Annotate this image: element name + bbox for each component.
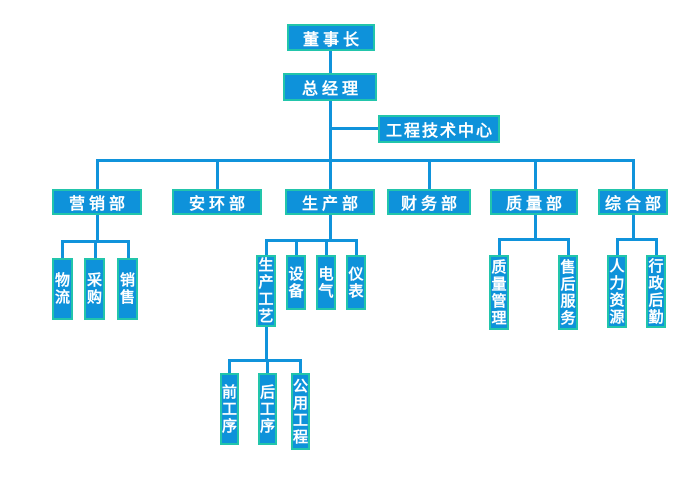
connector-line xyxy=(329,101,332,189)
node-purchasing: 采购 xyxy=(84,258,105,320)
connector-line xyxy=(228,359,302,362)
node-dept-general-affairs: 综合部 xyxy=(598,189,668,215)
node-dept-safety-environment: 安环部 xyxy=(172,189,262,215)
connector-line xyxy=(228,359,231,373)
connector-line xyxy=(96,215,99,242)
connector-line xyxy=(216,159,219,189)
node-equipment: 设备 xyxy=(286,255,306,310)
connector-line xyxy=(355,239,358,255)
node-engineering-center: 工程技术中心 xyxy=(378,115,500,143)
connector-line xyxy=(266,359,269,373)
node-general-manager: 总经理 xyxy=(283,73,377,101)
node-after-sales-service: 售后服务 xyxy=(558,255,578,330)
connector-line xyxy=(616,238,619,255)
connector-line xyxy=(94,240,97,258)
connector-line xyxy=(325,239,328,255)
node-admin-logistics: 行政后勤 xyxy=(646,255,666,328)
connector-line xyxy=(299,359,302,373)
node-production-process: 生产工艺 xyxy=(256,255,276,327)
connector-line xyxy=(498,238,570,241)
connector-line xyxy=(428,159,431,189)
node-sales: 销售 xyxy=(117,258,138,320)
connector-line xyxy=(265,239,268,255)
node-dept-quality: 质量部 xyxy=(490,189,578,215)
connector-line xyxy=(96,159,99,189)
node-chairman: 董事长 xyxy=(287,24,375,51)
connector-line xyxy=(265,239,358,242)
connector-line xyxy=(61,240,64,258)
connector-line xyxy=(632,215,635,240)
connector-line xyxy=(655,238,658,255)
connector-line xyxy=(295,239,298,255)
connector-line xyxy=(567,238,570,255)
node-electrical: 电气 xyxy=(316,255,336,310)
connector-line xyxy=(127,240,130,258)
connector-line xyxy=(534,215,537,240)
connector-line xyxy=(616,238,658,241)
node-back-process: 后工序 xyxy=(258,373,277,445)
connector-line xyxy=(632,159,635,189)
connector-line xyxy=(330,127,378,130)
node-dept-marketing: 营销部 xyxy=(52,189,142,215)
node-logistics: 物流 xyxy=(52,258,73,320)
connector-line xyxy=(534,159,537,189)
connector-line xyxy=(329,51,332,73)
node-dept-production: 生产部 xyxy=(285,189,375,215)
node-quality-management: 质量管理 xyxy=(489,255,509,330)
connector-line xyxy=(329,215,332,241)
node-front-process: 前工序 xyxy=(220,373,239,445)
node-dept-finance: 财务部 xyxy=(387,189,471,215)
node-utility-engineering: 公用工程 xyxy=(291,373,310,450)
node-instrumentation: 仪表 xyxy=(346,255,366,310)
connector-line xyxy=(498,238,501,255)
node-human-resources: 人力资源 xyxy=(607,255,627,328)
connector-line xyxy=(265,327,268,361)
connector-line xyxy=(96,159,635,162)
